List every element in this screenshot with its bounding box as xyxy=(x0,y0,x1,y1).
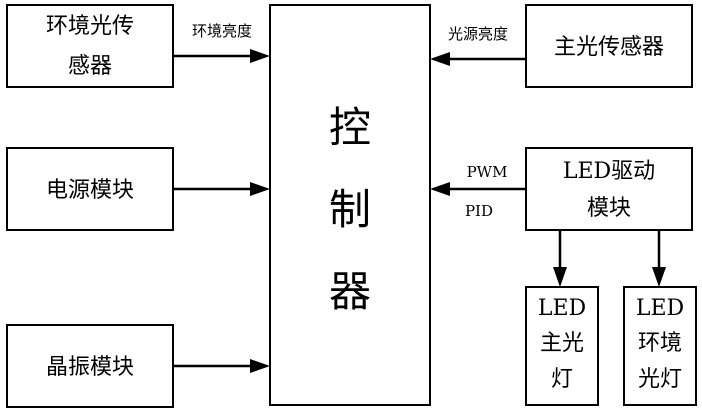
main-light-sensor-label: 主光传感器 xyxy=(554,35,664,60)
ambient-light-sensor-label-line-1: 环境光传 xyxy=(46,14,134,39)
ambient-light-sensor-label-line-2: 感器 xyxy=(68,54,112,79)
power-module-label: 电源模块 xyxy=(46,178,134,203)
controller-label-char-3: 器 xyxy=(329,267,371,316)
pwm-edge-label: PWM xyxy=(467,163,508,181)
led-ambient-light-label-line-1: LED xyxy=(636,296,684,321)
led-driver-module-label-line-2: 模块 xyxy=(587,196,631,221)
led-main-light-label-line-3: 灯 xyxy=(551,367,573,392)
ambient-to-controller-arrowhead xyxy=(250,49,270,63)
controller-label-char-2: 制 xyxy=(329,185,371,234)
led-ambient-light-label-line-2: 环境 xyxy=(638,331,682,356)
controller-label-char-1: 控 xyxy=(329,103,371,152)
ambient-brightness-edge-label: 环境亮度 xyxy=(192,22,252,40)
crystal-to-controller-arrowhead xyxy=(250,359,270,373)
pid-edge-label: PID xyxy=(465,202,493,220)
crystal-oscillator-module-label: 晶振模块 xyxy=(46,355,134,380)
driver-to-main-light-arrowhead xyxy=(553,267,567,287)
led-main-light-label-line-1: LED xyxy=(538,296,586,321)
power-to-controller-arrowhead xyxy=(250,182,270,196)
main-sensor-to-controller-arrowhead xyxy=(430,52,450,66)
led-main-light-label-line-2: 主光 xyxy=(540,331,584,356)
source-brightness-edge-label: 光源亮度 xyxy=(448,25,508,43)
led-ambient-light-label-line-3: 光灯 xyxy=(638,367,682,392)
driver-to-controller-arrowhead xyxy=(430,182,450,196)
driver-to-ambient-light-arrowhead xyxy=(652,267,666,287)
led-driver-module-label-line-1: LED驱动 xyxy=(563,159,655,184)
